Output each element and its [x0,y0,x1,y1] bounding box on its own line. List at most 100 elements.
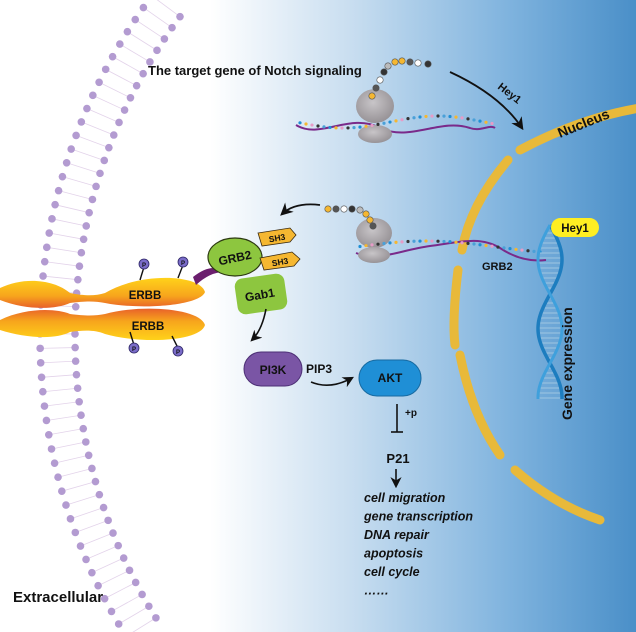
extracellular-label: Extracellular [13,589,103,606]
nucleotide [394,240,398,244]
pip3-to-akt-arrow [310,376,354,388]
nucleotide [328,125,332,130]
nucleotide [346,126,350,130]
amino-acid-bead [406,58,414,66]
lipid-tail [111,594,143,612]
lipid-tail [42,387,78,393]
lipid-head [116,40,124,48]
lipid-tail [51,218,87,227]
nucleotide [364,244,368,248]
lipid-head [39,272,47,280]
amino-acid-bead [376,76,384,84]
nucleotide [388,120,392,124]
amino-acid-bead [414,59,422,67]
lipid-tail [41,374,77,378]
lipid-head [108,52,117,61]
nucleotide [412,116,416,120]
lipid-head [39,387,47,396]
amino-acid-bead [369,222,377,230]
phosphate-group [177,256,189,268]
akt-label: AKT [378,371,403,385]
lipid-head [104,516,112,525]
lipid-head [58,172,67,181]
lipid-head [125,566,134,575]
lipid-head [101,65,110,74]
lipid-head [105,143,113,152]
lipid-head [109,131,118,139]
nucleotide [370,243,374,247]
nucleotide [394,119,398,123]
amino-acid-bead [340,205,348,213]
nucleotide [412,239,416,243]
lipid-head [168,23,176,32]
lipid-tail [58,190,93,200]
lipid-tail [80,532,114,547]
erbb-shape [0,277,205,308]
lipid-head [123,27,132,36]
amino-acid-bead [332,205,340,213]
lipid-head [176,12,184,21]
lipid-tail [57,468,93,478]
lipid-tail [97,569,130,587]
lipid-head [71,357,80,365]
erbb-shape [0,308,205,341]
nucleotide [340,126,344,130]
nucleotide [508,247,512,251]
amino-acid-bead [380,68,388,76]
lipid-tail [85,545,119,560]
lipid-head [82,222,91,230]
nucleotide [526,249,530,253]
nuclear-envelope-segment [515,104,636,155]
lipid-tail [49,232,84,240]
nucleotide [388,241,392,245]
lipid-head [79,424,88,433]
lipid-head [94,581,102,590]
nucleotide [448,240,452,244]
lipid-head [71,343,79,352]
lipid-tail [62,176,97,187]
nucleotide [418,239,422,243]
nucleotide [406,117,410,121]
lipid-head [88,568,96,577]
nucleotide [466,241,470,245]
erbb-receptor-top: ERBB [0,277,205,308]
erbb-bottom-label: ERBB [132,321,165,333]
lipid-head [89,91,97,100]
phosphate-label: P [132,347,136,353]
outcome-item: apoptosis [364,547,423,561]
lipid-head [40,402,49,410]
nucleotide [376,242,380,246]
lipid-head [153,46,161,55]
lipid-head [92,182,100,191]
grb2-mrna-label: GRB2 [482,261,513,273]
nucleotide [442,239,446,244]
nucleotide [472,242,476,246]
grb2-label: GRB2 [217,248,253,269]
lipid-head [74,275,82,284]
sh2-crescent [193,268,224,285]
lipid-head [40,257,49,266]
translation-to-grb2-arrow [280,202,321,216]
lipid-tail [46,246,82,254]
lipid-head [107,607,116,616]
lipid-tail [119,43,151,63]
gab1-label: Gab1 [244,285,276,304]
cell-membrane [36,0,184,632]
lipid-head [72,370,81,379]
amino-acid-bead [324,205,332,213]
lipid-tail [61,481,96,492]
lipid-head [42,416,51,425]
nuclear-envelope-segment [455,350,505,460]
outcome-item: DNA repair [364,528,430,542]
nucleotide [424,114,428,119]
nucleotide [430,114,434,118]
lipid-head [37,373,46,382]
lipid-head [91,477,100,486]
nucleotide [448,114,452,119]
lipid-head [36,344,44,353]
lipid-head [71,528,80,537]
pi3k-label: PI3K [260,363,287,377]
